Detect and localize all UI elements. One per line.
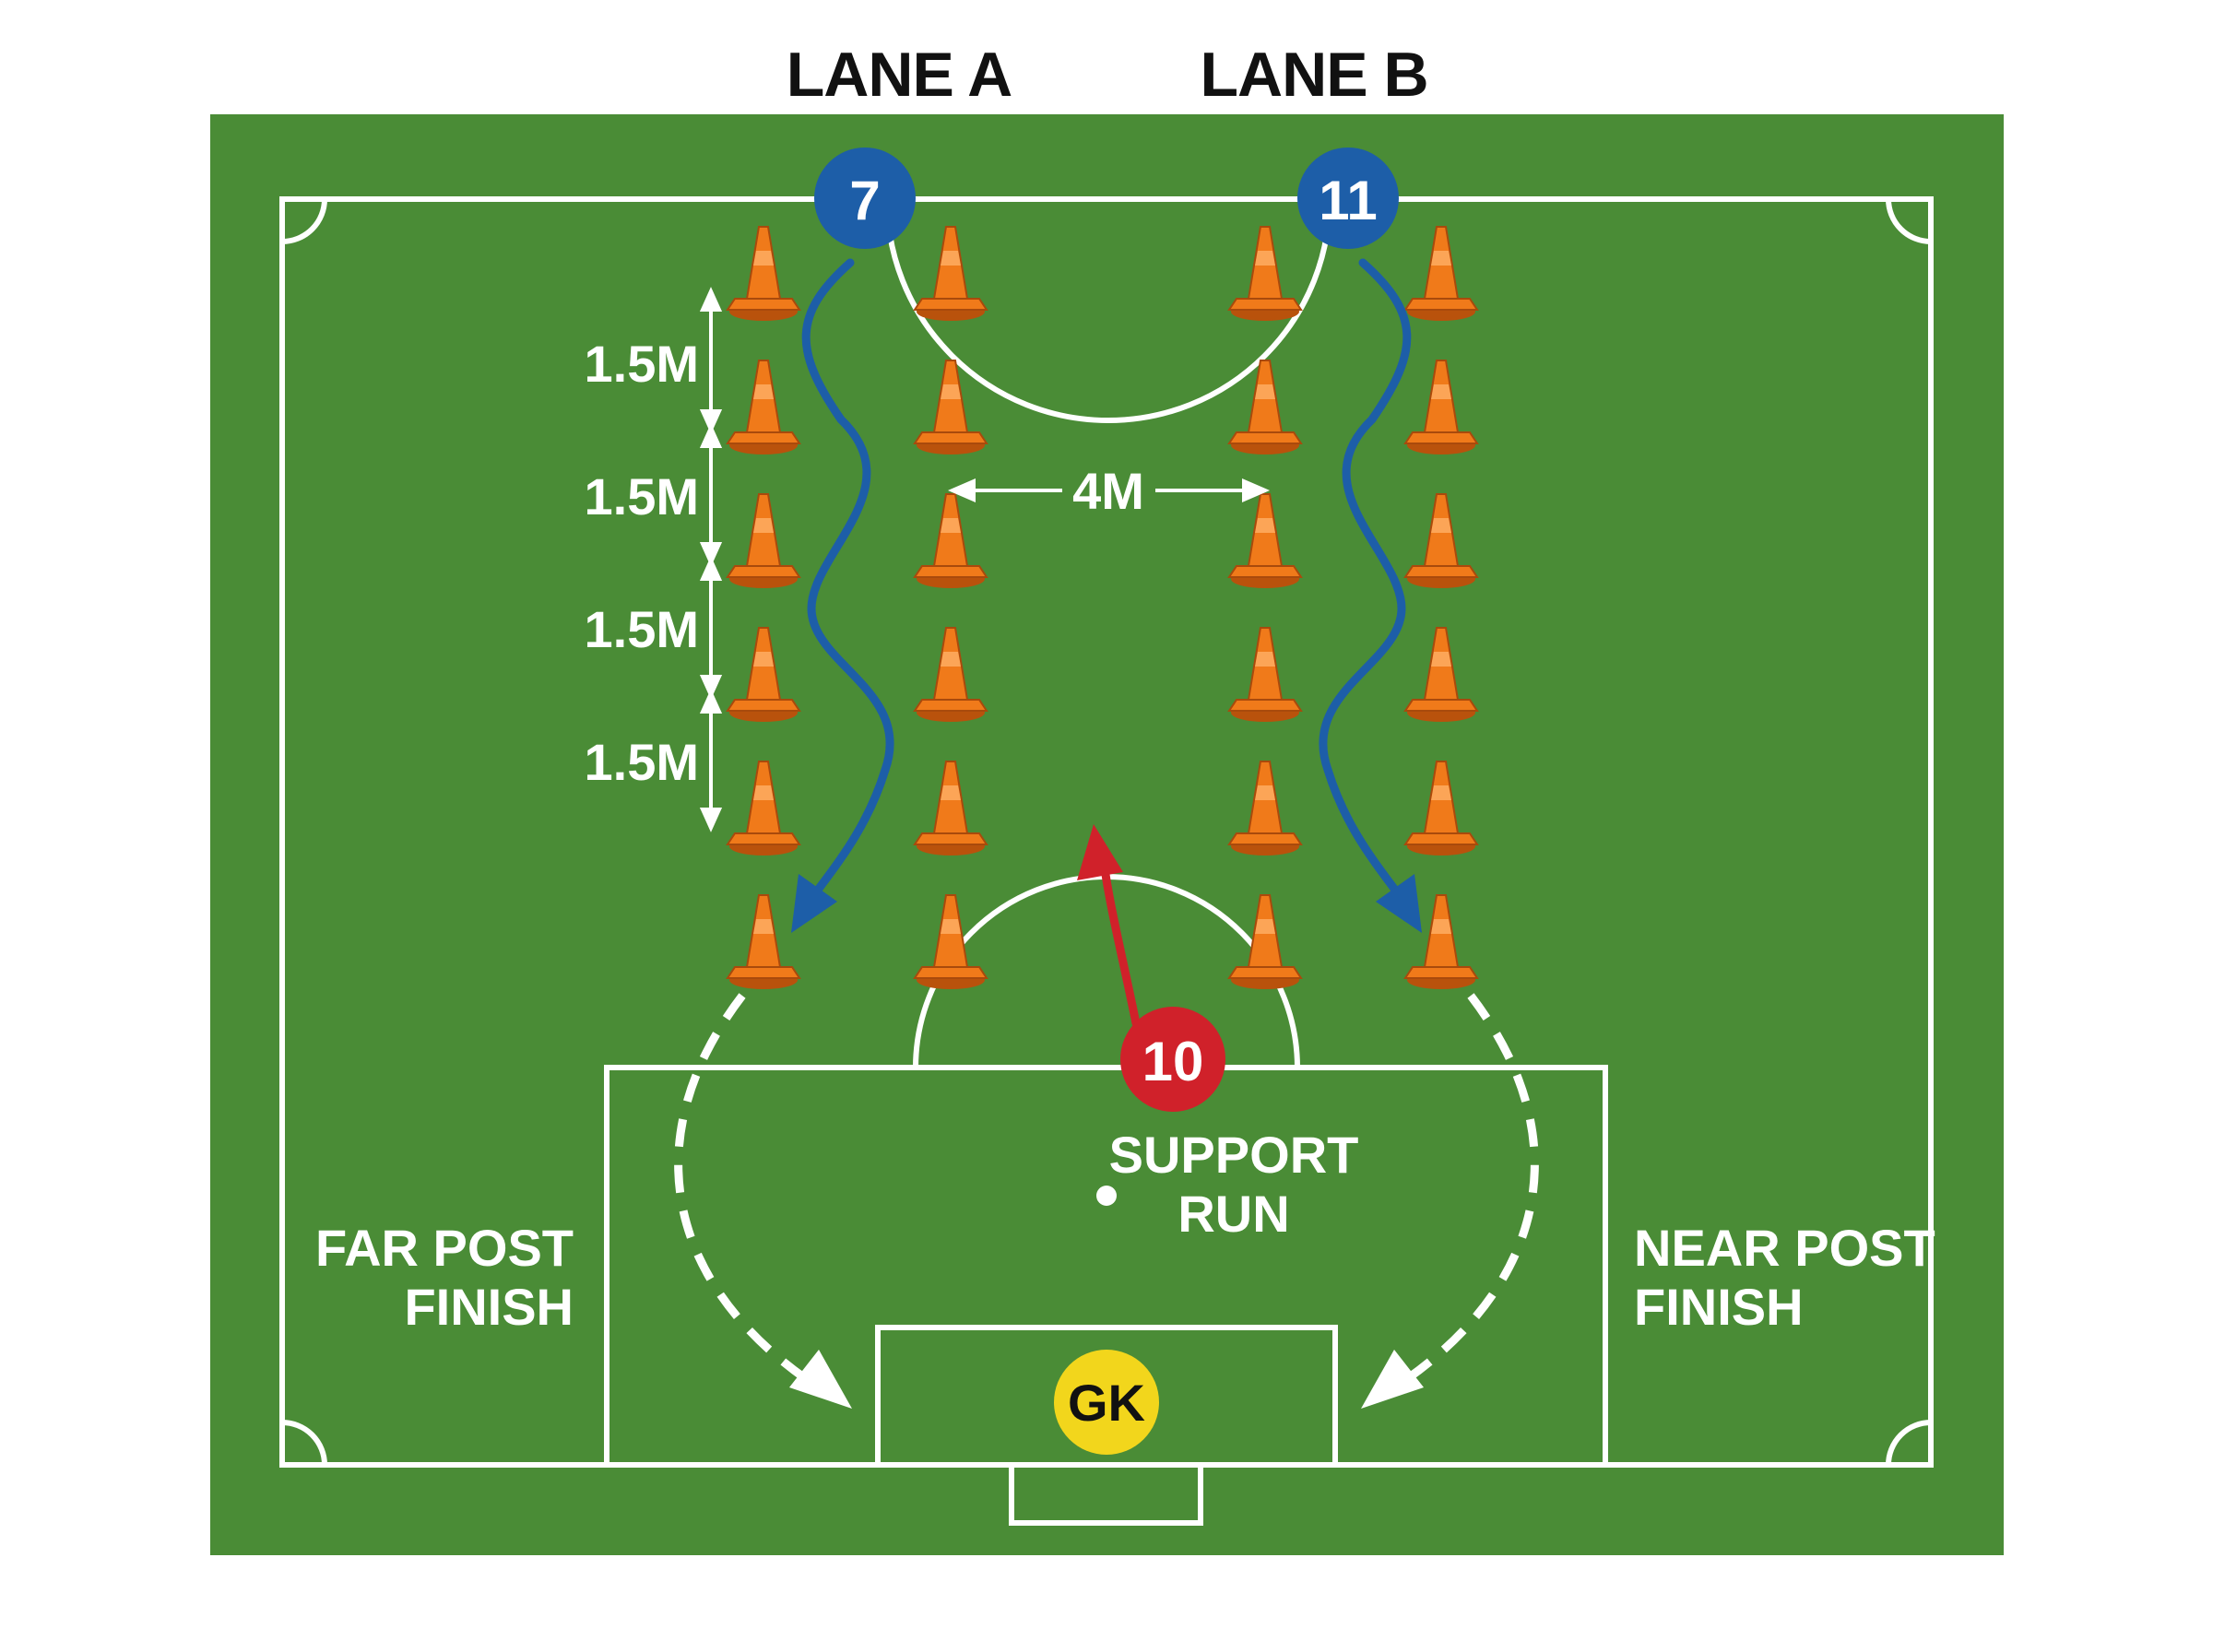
lane-width-measurement — [947, 478, 1271, 503]
near-post-shot-arrowhead — [1361, 1350, 1424, 1409]
lane-b-title: LANE B — [1200, 40, 1427, 110]
corner-arc-bottom-right — [1886, 1420, 1932, 1466]
far-post-shot-path — [674, 993, 814, 1386]
support-run-path — [1100, 864, 1141, 1028]
support-run-arrowhead — [1077, 824, 1123, 880]
far-post-shot-arrowhead — [789, 1350, 852, 1409]
corner-arc-top-left — [281, 198, 327, 244]
spacing-label-2: 1.5M — [585, 467, 700, 525]
support-run-label-line-2: RUN — [1178, 1185, 1289, 1243]
goal — [1009, 1462, 1203, 1526]
support-run-label-line-1: SUPPORT — [1109, 1126, 1359, 1184]
pitch — [210, 114, 2004, 1555]
shot-paths — [674, 993, 1539, 1386]
lane-width-label: 4M — [1072, 462, 1144, 520]
lane-b-dribble-arrowhead — [1376, 874, 1422, 933]
player-7: 7 — [814, 148, 916, 249]
goalkeeper-label: GK — [1068, 1374, 1145, 1432]
dribble-paths — [801, 258, 1412, 903]
spacing-label-4: 1.5M — [585, 733, 700, 791]
spacing-label-1: 1.5M — [585, 335, 700, 393]
lane-b-dribble-path — [1319, 258, 1412, 903]
lane-a-title: LANE A — [787, 40, 1012, 110]
penalty-spot — [1096, 1186, 1117, 1206]
near-post-label-line-1: NEAR POST — [1634, 1219, 1935, 1277]
lane-a-dribble-arrowhead — [791, 874, 837, 933]
goalkeeper: GK — [1054, 1350, 1159, 1455]
player-7-number: 7 — [849, 170, 880, 231]
cone-spacing-measurements — [699, 287, 723, 832]
player-11-number: 11 — [1319, 170, 1377, 231]
corner-arc-top-right — [1886, 198, 1932, 244]
near-post-shot-path — [1399, 993, 1539, 1386]
player-11: 11 — [1297, 148, 1399, 249]
corner-arc-bottom-left — [281, 1420, 327, 1466]
player-10: 10 — [1120, 1007, 1225, 1112]
center-circle-arc — [884, 198, 1332, 423]
spacing-label-3: 1.5M — [585, 600, 700, 658]
near-post-label-line-2: FINISH — [1634, 1278, 1804, 1336]
lane-a-dribble-path — [801, 258, 894, 903]
far-post-label-line-2: FINISH — [404, 1278, 574, 1336]
far-post-label-line-1: FAR POST — [315, 1219, 574, 1277]
player-10-number: 10 — [1142, 1031, 1204, 1092]
